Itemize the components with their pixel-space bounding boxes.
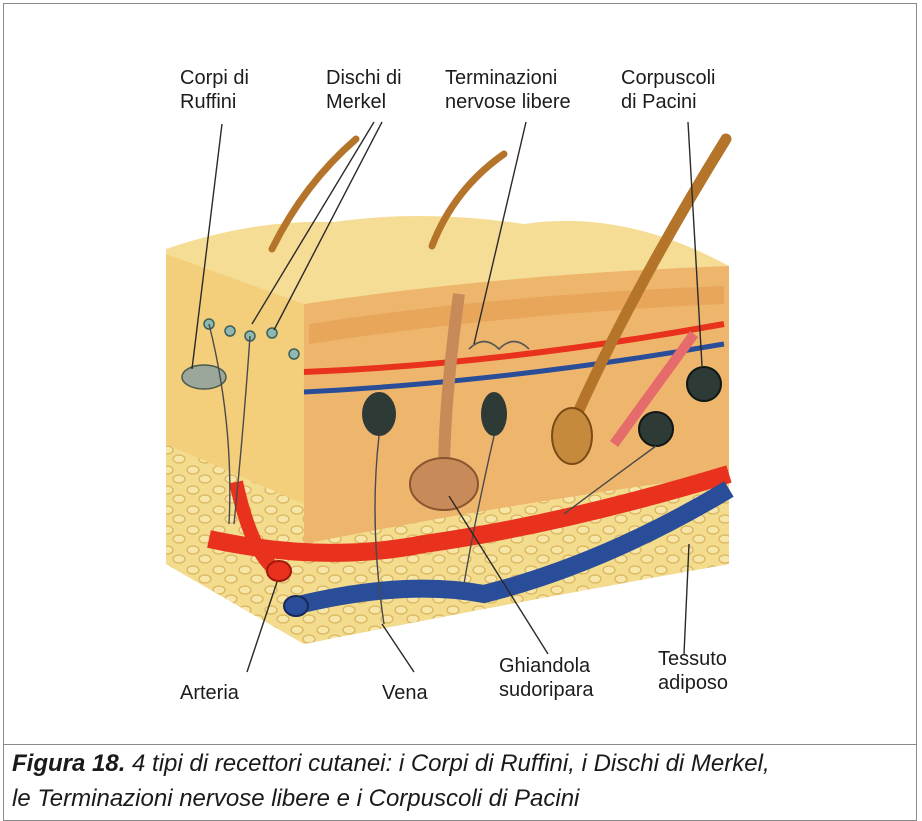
figure-caption: Figura 18. 4 tipi di recettori cutanei: … xyxy=(3,745,917,821)
label-ruffini-line2: Ruffini xyxy=(180,90,249,114)
label-artery: Arteria xyxy=(180,681,239,705)
label-adipose-line1: Tessuto xyxy=(658,647,728,671)
label-free-nerve-endings: Terminazioni nervose libere xyxy=(445,66,571,114)
label-pacini-line2: di Pacini xyxy=(621,90,715,114)
artery-end xyxy=(267,561,291,581)
vein-end xyxy=(284,596,308,616)
label-merkel-line2: Merkel xyxy=(326,90,402,114)
label-sweat-gland-line1: Ghiandola xyxy=(499,654,594,678)
label-sweat-gland-line2: sudoripara xyxy=(499,678,594,702)
figure-frame: Corpi di Ruffini Dischi di Merkel Termin… xyxy=(3,3,917,745)
label-merkel: Dischi di Merkel xyxy=(326,66,402,114)
label-free-endings-line1: Terminazioni xyxy=(445,66,571,90)
label-pacini-line1: Corpuscoli xyxy=(621,66,715,90)
ruffini-corpuscle xyxy=(182,365,226,389)
label-free-endings-line2: nervose libere xyxy=(445,90,571,114)
pacinian-corpuscle-2 xyxy=(639,412,673,446)
caption-line-1: Figura 18. 4 tipi di recettori cutanei: … xyxy=(12,750,770,778)
sweat-gland-coil xyxy=(410,458,478,510)
receptor-2 xyxy=(481,392,507,436)
pacinian-corpuscle-1 xyxy=(687,367,721,401)
hair-follicle xyxy=(552,408,592,464)
caption-lead: Figura 18. xyxy=(12,750,125,777)
label-merkel-line1: Dischi di xyxy=(326,66,402,90)
caption-line-2: le Terminazioni nervose libere e i Corpu… xyxy=(12,785,579,813)
label-adipose-line2: adiposo xyxy=(658,671,728,695)
skin-cross-section-illustration xyxy=(4,4,918,746)
receptor-1 xyxy=(362,392,396,436)
label-vein: Vena xyxy=(382,681,428,705)
label-pacini: Corpuscoli di Pacini xyxy=(621,66,715,114)
label-ruffini-line1: Corpi di xyxy=(180,66,249,90)
label-adipose: Tessuto adiposo xyxy=(658,647,728,695)
label-ruffini: Corpi di Ruffini xyxy=(180,66,249,114)
label-sweat-gland: Ghiandola sudoripara xyxy=(499,654,594,702)
caption-text-1: 4 tipi di recettori cutanei: i Corpi di … xyxy=(125,750,769,777)
